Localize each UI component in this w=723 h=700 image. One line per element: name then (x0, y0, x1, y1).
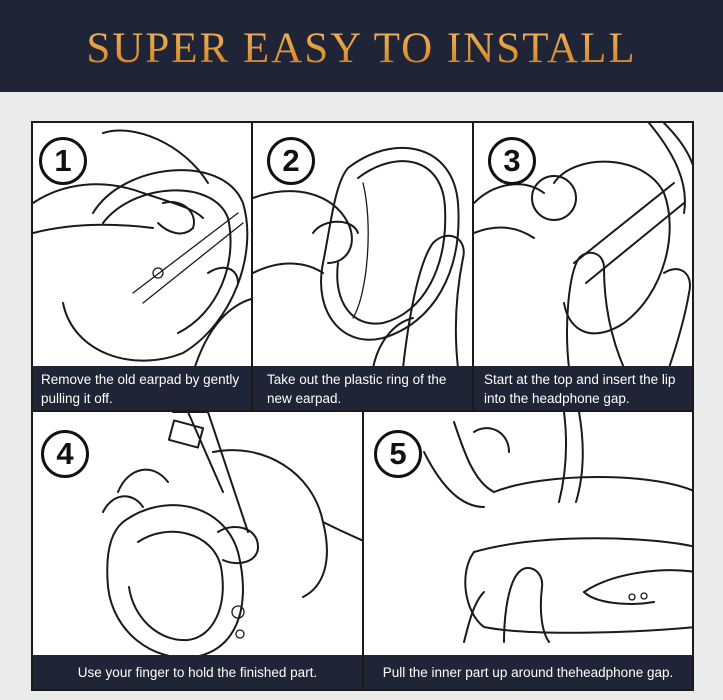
step-5-caption: Pull the inner part up around theheadpho… (364, 655, 692, 689)
step-5-number-badge: 5 (374, 430, 422, 478)
headphone-icon (167, 412, 249, 533)
step-panel-3: 3 Start at the top and insert the lip in… (472, 121, 694, 412)
earpad-icon (106, 504, 245, 659)
step-1-number-badge: 1 (39, 137, 87, 185)
step-2-illustration (253, 146, 465, 369)
step-4-caption: Use your finger to hold the finished par… (33, 655, 362, 689)
headphone-icon (464, 412, 692, 634)
step-panel-2: 2 Take out the plastic ring of the new e… (251, 121, 474, 412)
step-3-caption: Start at the top and insert the lip into… (474, 366, 692, 410)
step-1-caption: Remove the old earpad by gently pulling … (33, 366, 251, 410)
header-banner: SUPER EASY TO INSTALL (0, 0, 723, 92)
hand-icon (474, 183, 691, 369)
earpad-icon (62, 169, 249, 362)
page-title: SUPER EASY TO INSTALL (86, 20, 636, 73)
step-1-illustration (33, 129, 251, 374)
step-5-illustration (423, 412, 692, 643)
step-4-number-badge: 4 (41, 430, 89, 478)
hand-icon (33, 129, 251, 374)
step-panel-1: 1 Remove the old earpad by gently pullin… (31, 121, 253, 412)
step-2-number-badge: 2 (267, 137, 315, 185)
step-3-number-badge: 3 (488, 137, 536, 185)
hand-icon (102, 449, 362, 598)
step-panel-4: 4 Use your finger to hold the finished p… (31, 410, 364, 691)
hand-icon (253, 190, 465, 369)
headphone-icon (531, 123, 692, 335)
step-panel-5: 5 Pull the inner part up around theheadp… (362, 410, 694, 691)
earpad-icon (320, 146, 460, 341)
step-4-illustration (102, 412, 362, 659)
step-3-illustration (474, 123, 692, 369)
step-2-caption: Take out the plastic ring of the new ear… (253, 366, 472, 410)
hand-icon (423, 421, 550, 643)
